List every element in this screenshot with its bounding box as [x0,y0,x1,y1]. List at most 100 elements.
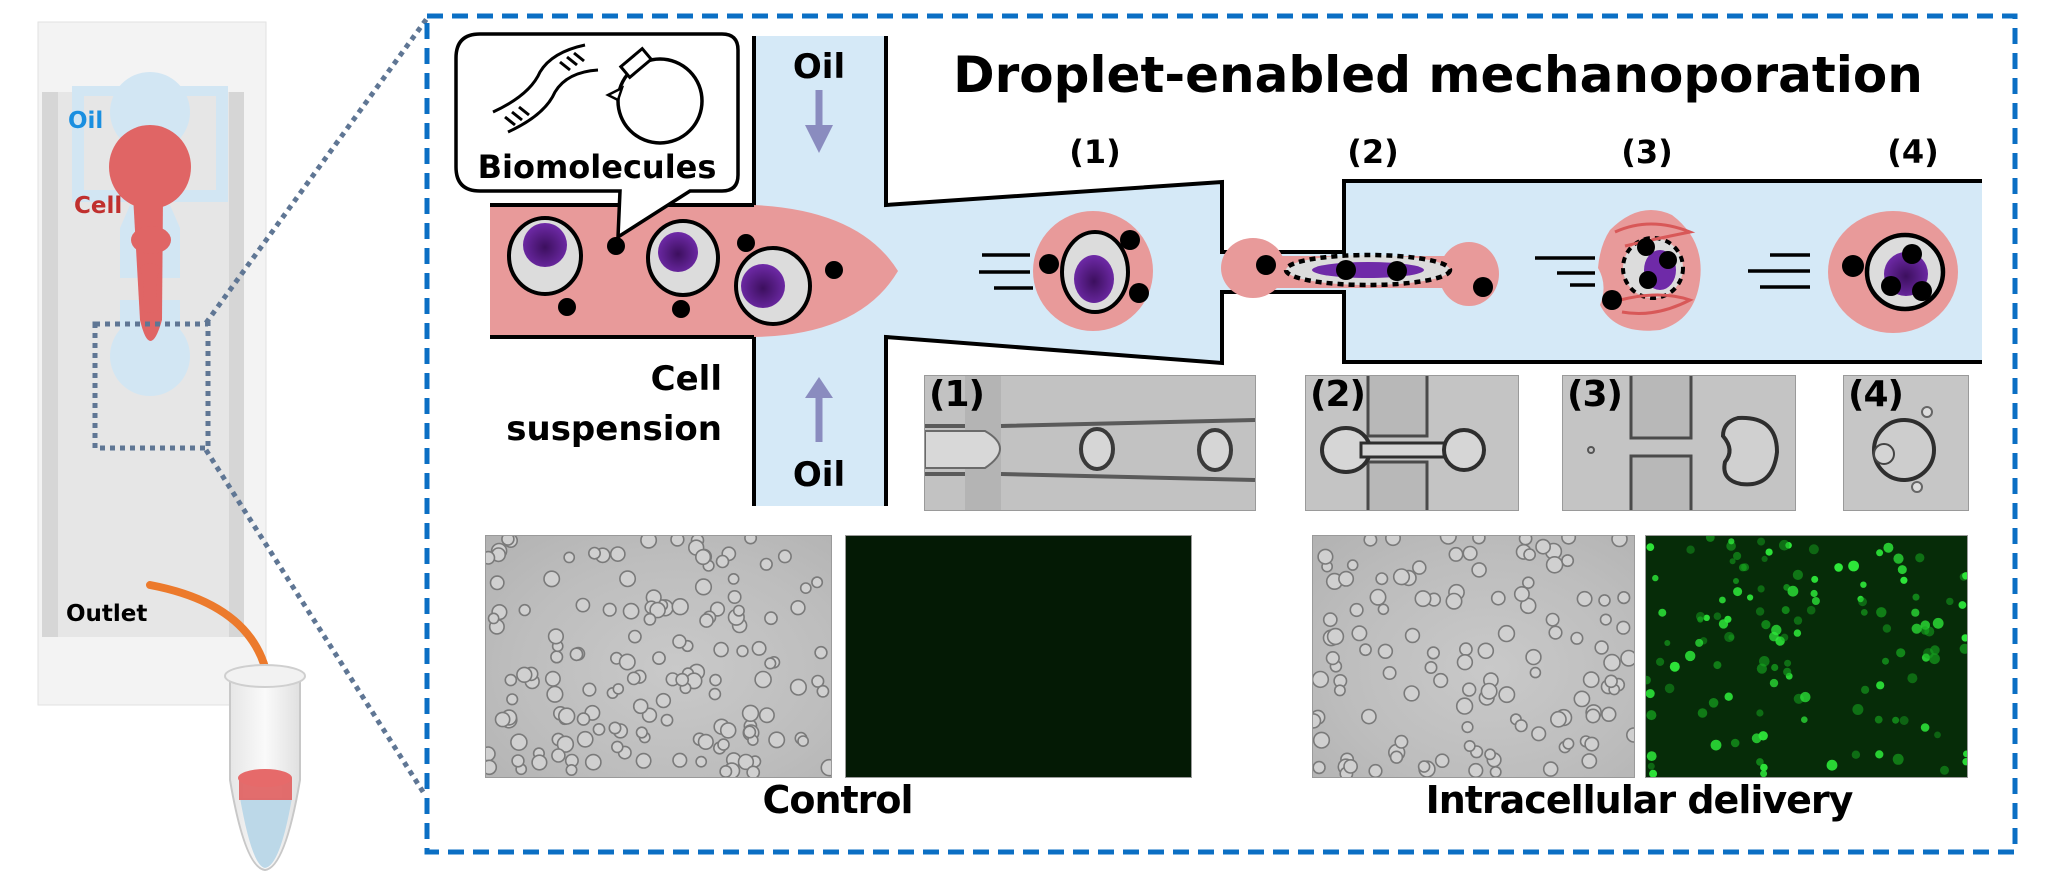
cell-spot [1793,616,1803,625]
biomolecule [1387,261,1407,281]
biomolecule [1336,260,1356,280]
cell-spot [1893,553,1904,564]
cell-spot [1603,653,1621,672]
cell-spot [1525,648,1542,666]
cell-spot [1801,716,1808,723]
cell-spot [1695,611,1705,621]
cell-spot [1697,708,1708,718]
cell-spot [619,570,637,588]
cell-spot [550,650,564,664]
cell-spot [719,765,733,777]
cell-spot [816,684,830,698]
cell-spot [1656,657,1665,666]
micrograph-1: (1) [924,375,1256,511]
cell-spot [1584,736,1600,752]
cell-spot [1617,590,1631,605]
cell-spot [1861,685,1870,694]
cell-spot [1346,559,1359,571]
cell-spot [751,640,767,656]
cell-spot [1741,563,1750,572]
cell-spot [1860,609,1868,616]
cell-spot [618,653,636,671]
cell-spot [1361,708,1377,725]
cell-spot [1958,601,1967,609]
cell-spot [1343,758,1358,774]
cell-spot [1417,760,1431,773]
cell-spot [1463,740,1476,753]
cell-spot [1581,753,1598,769]
cell-spot [1434,753,1450,768]
cell-spot [1514,719,1528,733]
cell-spot [544,670,561,687]
cell-spot [1882,657,1889,665]
zoom-line-bottom [203,448,428,797]
gfp-delivery-cells [1646,536,1967,777]
chip-droplet [131,226,171,254]
inlet-cells [507,216,843,326]
cell-spot [1448,546,1464,562]
cell-spot [1338,570,1355,587]
cell-spot [556,735,575,753]
cell-spot [1783,667,1792,676]
cell-spot [1414,590,1432,608]
cell-spot [1646,710,1657,721]
cell-spot [551,748,566,763]
biomolecule [1842,255,1864,277]
nucleus [523,223,567,267]
cell-spot [727,573,740,585]
biomolecule [1912,281,1932,301]
cell-spot [1826,759,1838,771]
cell-spot [1959,643,1967,654]
cell-spot [1317,548,1334,565]
biomolecule [558,298,576,316]
cell-spot [1477,642,1495,660]
chip-edge-left [42,92,58,637]
cell-spot [632,698,649,715]
cell-spot [1490,590,1506,606]
cell-spot [506,693,519,706]
biomolecule [1637,238,1655,256]
cell-spot [1765,548,1773,556]
cell-spot [1561,536,1577,545]
cell-spot [576,730,594,748]
cell-spot [627,629,642,644]
cell-spot [1747,594,1754,601]
cell-spot [1484,748,1496,761]
cell-spot [1771,663,1779,672]
cell-spot [820,758,831,777]
cell-spot [1792,569,1803,580]
cell-spot [1513,585,1530,602]
microfluidic-chip: Oil Cell Outlet [37,21,306,872]
cell-spot [557,707,576,725]
cell-spot [1498,686,1516,704]
cell-spot [582,682,597,697]
cell-spot [1325,650,1340,666]
cell-spot [768,731,786,749]
cell-spot [547,628,565,645]
cell-spot [789,678,808,696]
cell-spot [635,752,652,769]
cell-spot [1545,612,1560,627]
cell-spot [737,753,755,771]
cell-spot [758,707,775,724]
cell-spot [1542,761,1559,777]
biomolecule [1602,290,1622,310]
cell-spot [1313,670,1330,689]
cell-spot [1834,563,1843,572]
cell-spot [1757,537,1766,546]
control-caption: Control [762,778,913,822]
nucleus [658,232,698,272]
cell-spot [486,746,496,762]
cell-spot [708,687,722,701]
cell-spot [1733,551,1742,561]
cell-spot [1755,607,1765,616]
cell-spot [1523,548,1536,561]
oil-bottom-label: Oil [793,455,845,495]
cell-spot [1710,739,1722,751]
cell-spot [1724,631,1735,643]
cell-spot [1760,763,1768,772]
cell-spot [1573,690,1591,708]
cell-spot [1351,625,1368,642]
cell-spot [1728,634,1735,641]
